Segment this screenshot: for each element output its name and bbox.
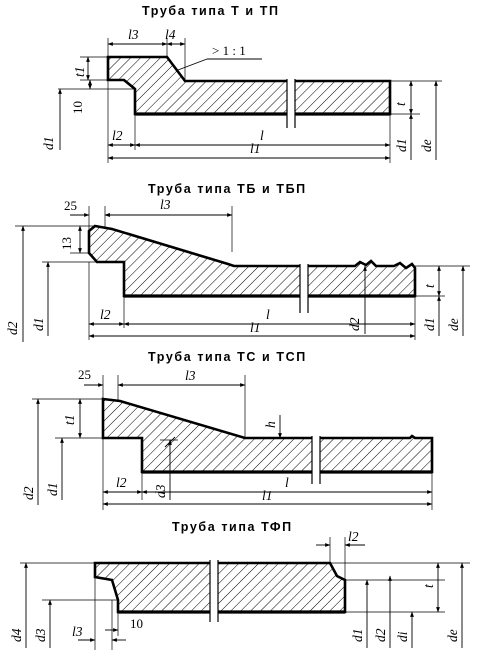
dim-label-25: 25 xyxy=(64,198,77,213)
dim-label-l3: l3 xyxy=(160,197,171,212)
slope-label: > 1 : 1 xyxy=(212,43,246,58)
pipe-wall-profile xyxy=(101,397,434,474)
dim-label-l2: l2 xyxy=(100,307,111,322)
dim-label-d1-left: d1 xyxy=(31,318,46,332)
dim-label-l2: l2 xyxy=(112,128,123,143)
dim-label-d1: d1 xyxy=(45,483,60,497)
dim-label-d2-left: d2 xyxy=(5,321,20,335)
dim-label-t1: t1 xyxy=(72,66,87,77)
dim-label-d1-left: d1 xyxy=(41,137,56,151)
break-gap xyxy=(300,261,308,317)
section-title: Труба типа ТФП xyxy=(172,520,293,534)
dim-label-d1: d1 xyxy=(350,629,365,643)
dim-label-l4: l4 xyxy=(165,27,176,42)
dim-label-de: de xyxy=(446,318,461,331)
dim-label-h: h xyxy=(263,421,278,428)
dim-label-de: de xyxy=(419,139,434,152)
dim-label-d2: d2 xyxy=(373,628,388,642)
section-t-tp: Труба типа Т и ТП l3 l4 > 1 : 1 t1 10 d1… xyxy=(41,4,442,163)
section-tfp: Труба типа ТФП l2 t d1 d2 di de d4 d3 xyxy=(9,520,470,650)
dim-label-l: l xyxy=(285,475,289,490)
slope-leader xyxy=(177,58,208,71)
break-gap xyxy=(210,558,218,623)
dim-label-l: l xyxy=(260,128,264,143)
dim-label-di: di xyxy=(395,631,410,642)
dim-label-l1: l1 xyxy=(250,320,261,335)
pipe-wall-profile xyxy=(93,561,347,614)
dim-label-l3: l3 xyxy=(185,368,196,383)
dim-label-t: t xyxy=(393,101,408,106)
section-title: Труба типа Т и ТП xyxy=(142,4,280,18)
dim-label-l2: l2 xyxy=(116,475,127,490)
dim-label-t1: t1 xyxy=(62,414,77,425)
dim-label-t: t xyxy=(421,583,436,588)
pipe-wall-profile xyxy=(87,224,417,298)
dim-label-l3: l3 xyxy=(128,27,139,42)
dim-label-d1-right: d1 xyxy=(422,318,437,332)
section-title: Труба типа ТС и ТСП xyxy=(148,350,307,364)
dim-label-13: 13 xyxy=(59,237,74,250)
section-tb-tbp: Труба типа ТБ и ТБП 25 l3 13 d2 d1 t d1 xyxy=(5,182,470,342)
dim-label-l: l xyxy=(266,307,270,322)
pipe-wall-profile xyxy=(106,55,392,116)
dim-label-l3: l3 xyxy=(72,624,83,639)
dim-label-t: t xyxy=(422,283,437,288)
dim-label-de: de xyxy=(445,629,460,642)
dim-label-d3: d3 xyxy=(33,628,48,642)
dim-label-l2: l2 xyxy=(348,529,359,544)
section-title: Труба типа ТБ и ТБП xyxy=(148,182,307,196)
dim-label-25: 25 xyxy=(78,367,91,382)
dim-label-d2: d2 xyxy=(21,486,36,500)
break-gap xyxy=(287,76,295,131)
dim-label-d1-right: d1 xyxy=(394,139,409,153)
break-gap xyxy=(312,433,320,488)
dim-label-10: 10 xyxy=(70,101,85,114)
dim-label-l1: l1 xyxy=(262,488,273,503)
dim-label-d3: d3 xyxy=(153,484,168,498)
dim-label-10: 10 xyxy=(130,616,143,631)
dim-label-d4: d4 xyxy=(9,628,24,642)
section-ts-tsp: Труба типа ТС и ТСП 25 l3 h t1 d2 d1 d3 xyxy=(21,350,434,510)
dim-label-l1: l1 xyxy=(250,141,261,156)
